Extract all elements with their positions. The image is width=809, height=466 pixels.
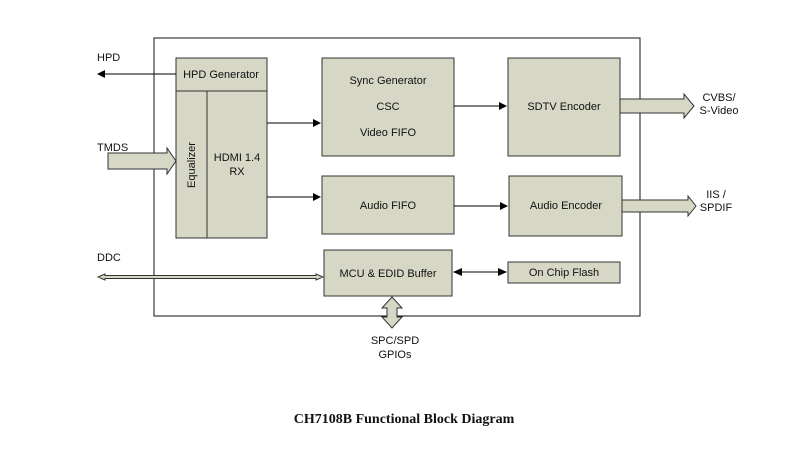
spc-gpio-bus-arrow xyxy=(380,296,404,329)
equalizer-block xyxy=(175,90,208,239)
iis-signal-label-line2: SPDIF xyxy=(700,202,733,214)
diagram-caption: CH7108B Functional Block Diagram xyxy=(294,412,515,427)
iis-signal-label-line1: IIS / xyxy=(706,189,727,201)
hdmi-rx-label-line2: RX xyxy=(229,166,245,178)
sync-generator-label: Sync Generator xyxy=(349,75,426,87)
csc-label: CSC xyxy=(376,101,399,113)
mcu-flash-arrowhead-left xyxy=(453,268,462,276)
equalizer-label: Equalizer xyxy=(186,142,198,188)
ddc-bus-arrow xyxy=(96,273,325,281)
hdmi-rx-label-line1: HDMI 1.4 xyxy=(214,152,260,164)
audio-fifo-block xyxy=(321,175,455,235)
spc-gpio-label-line2: GPIOs xyxy=(378,349,412,361)
mcu-edid-buffer-label: MCU & EDID Buffer xyxy=(340,268,437,280)
cvbs-signal-label-line2: S-Video xyxy=(700,105,739,117)
hpd-generator-label: HPD Generator xyxy=(183,69,259,81)
sdtv-encoder-block xyxy=(507,57,621,157)
sdtv-encoder-label: SDTV Encoder xyxy=(527,101,601,113)
cvbs-signal-label-line1: CVBS/ xyxy=(702,92,736,104)
tmds-input-arrow xyxy=(107,146,177,176)
ddc-signal-label: DDC xyxy=(97,252,121,264)
cvbs-output-arrow xyxy=(619,92,695,120)
video-fifo-label: Video FIFO xyxy=(360,127,416,139)
on-chip-flash-block xyxy=(507,261,621,284)
tmds-signal-label: TMDS xyxy=(97,142,128,154)
on-chip-flash-label: On Chip Flash xyxy=(529,267,599,279)
mcu-flash-arrowhead-right xyxy=(498,268,507,276)
audio-fifo-label: Audio FIFO xyxy=(360,200,417,212)
hpd-generator-block xyxy=(175,57,268,92)
sync-generator-block xyxy=(321,57,455,157)
mcu-edid-buffer-block xyxy=(323,249,453,297)
hpd-signal-label: HPD xyxy=(97,52,120,64)
audio-encoder-block xyxy=(508,175,623,237)
spc-gpio-label-line1: SPC/SPD xyxy=(371,335,419,347)
audio-encoder-label: Audio Encoder xyxy=(530,200,602,212)
iis-output-arrow xyxy=(621,194,697,218)
hdmi-rx-block xyxy=(206,90,268,239)
